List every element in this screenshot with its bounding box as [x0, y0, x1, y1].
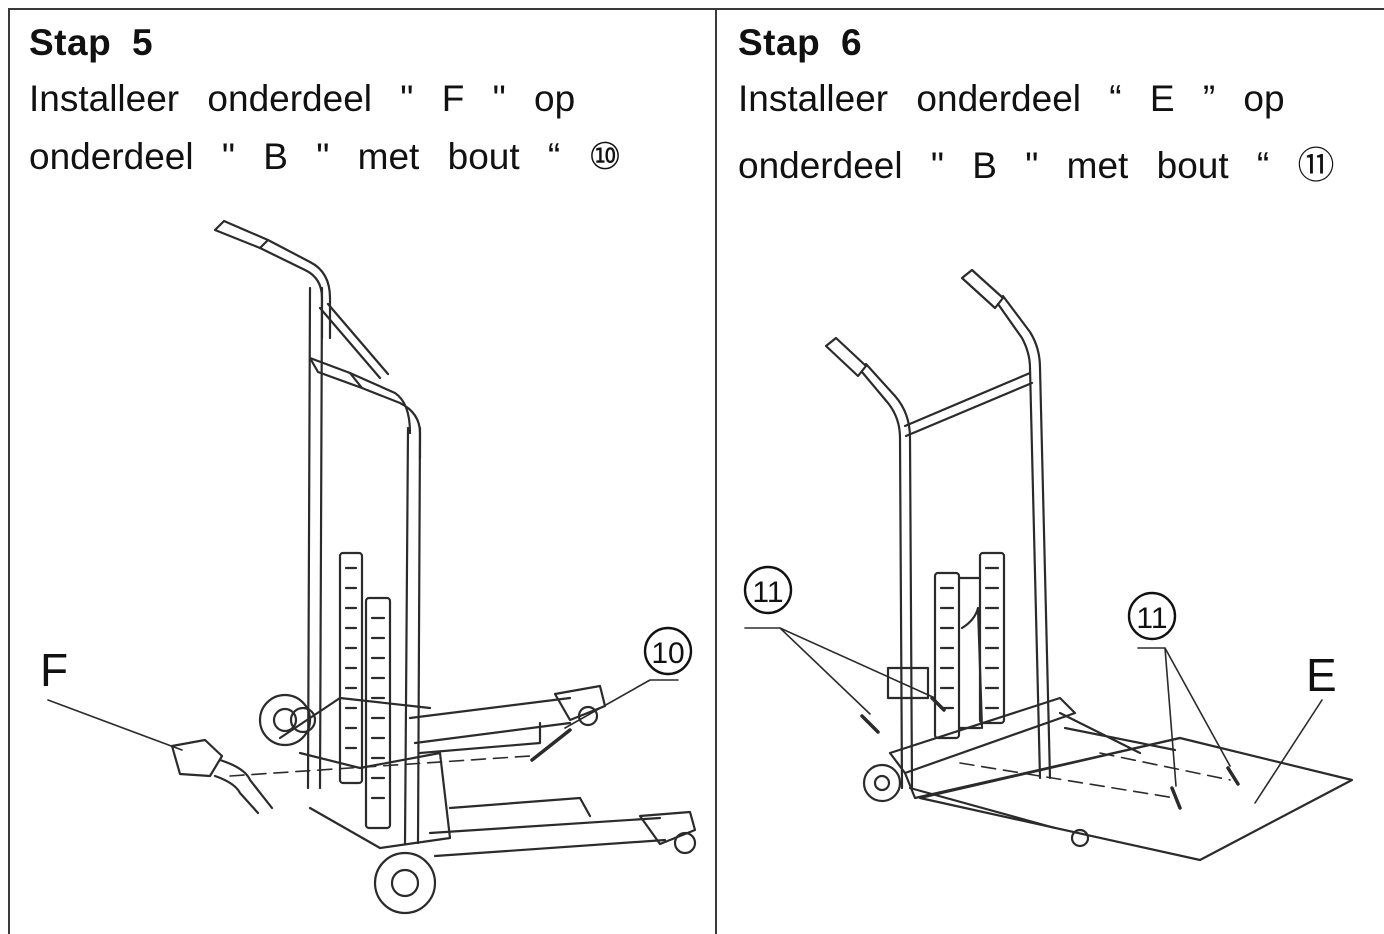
label-part-f: F [40, 644, 68, 696]
front-upright [403, 426, 422, 845]
leader-f [47, 699, 183, 751]
part-e-platform [918, 736, 1354, 862]
bolt-11-right-b [1226, 766, 1240, 786]
step-5-hand-truck-drawing: F 10 [40, 219, 697, 915]
left-handle-grip [824, 336, 868, 378]
leader-e [1254, 699, 1323, 804]
rear-upright [306, 286, 324, 790]
fork-caster-lower [638, 810, 697, 846]
fork-upper [408, 696, 572, 755]
lift-mast [933, 571, 961, 740]
step-5-title: Stap 5 [29, 22, 154, 63]
main-wheel [862, 763, 902, 803]
front-handle-grip [308, 356, 364, 390]
bolt-11-right-a [1170, 786, 1182, 810]
label-bolt-11-left: 11 [752, 576, 783, 609]
part-f-pedal [170, 738, 224, 778]
step-6-instruction-line-2: onderdeel " B " met bout “ ⑪ [738, 145, 1335, 186]
step-6-hand-truck-drawing: 11 11 E [743, 268, 1354, 862]
base-frame [888, 696, 1077, 775]
right-handle-grip [960, 268, 1005, 310]
assembly-line-a [959, 762, 1176, 799]
leader-11-right [1137, 647, 1231, 787]
bolt-11-callout-circle-left [743, 565, 793, 615]
bolt-10-callout-circle [643, 626, 693, 676]
base-frame [278, 696, 452, 850]
main-wheel-front [373, 851, 437, 915]
label-bolt-11-right: 11 [1136, 602, 1167, 635]
label-bolt-10: 10 [651, 637, 684, 670]
main-wheel-rear [258, 693, 312, 747]
step-6-panel: Stap 6 Installeer onderdeel “ E ” op ond… [717, 8, 1384, 934]
bolt-10 [530, 728, 572, 762]
step-6-instruction-line-1: Installeer onderdeel “ E ” op [738, 78, 1285, 119]
step-5-instruction-line-1: Installeer onderdeel " F " op [29, 78, 576, 119]
bolt-11-left-b [930, 696, 946, 712]
step-6-title: Stap 6 [738, 22, 863, 63]
leader-10 [564, 679, 679, 729]
label-part-e: E [1306, 649, 1337, 701]
assembly-line-b [1099, 752, 1231, 781]
rear-handle-grip [213, 219, 270, 250]
panel-divider [715, 8, 717, 934]
leader-11-left [744, 627, 936, 715]
instruction-sheet-border [8, 8, 1384, 934]
step-5-panel: Stap 5 Installeer onderdeel " F " op ond… [10, 8, 715, 934]
lift-mast [338, 551, 364, 785]
fork-lower [428, 796, 667, 858]
bolt-11-left-a [860, 714, 880, 734]
step-5-instruction-line-2: onderdeel " B " met bout “ ⑩ [29, 136, 622, 177]
assembly-line [229, 755, 531, 777]
bolt-11-callout-circle-right [1127, 591, 1177, 641]
